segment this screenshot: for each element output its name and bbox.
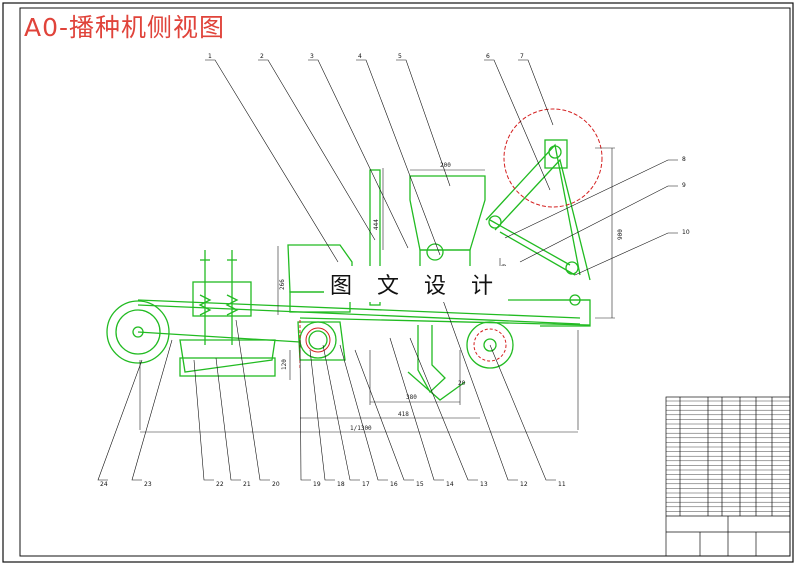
drawing-title: A0-播种机侧视图 <box>24 13 226 42</box>
dim-120: 120 <box>281 359 288 370</box>
part-number-12: 12 <box>520 481 528 488</box>
part-number-11: 11 <box>558 481 566 488</box>
part-number-2: 2 <box>260 53 264 60</box>
part-number-3: 3 <box>310 53 314 60</box>
dim-20: 20 <box>458 380 466 387</box>
leader-lines <box>97 59 678 481</box>
watermark: 图 文 设 计 <box>324 266 508 302</box>
hitch-path <box>299 108 603 368</box>
part-number-7: 7 <box>520 53 524 60</box>
dim-200: 200 <box>440 162 451 169</box>
part-number-23: 23 <box>144 481 152 488</box>
part-number-21: 21 <box>243 481 251 488</box>
part-number-14: 14 <box>446 481 454 488</box>
part-number-4: 4 <box>358 53 362 60</box>
part-number-10: 10 <box>682 229 690 236</box>
part-number-18: 18 <box>337 481 345 488</box>
title-block <box>665 396 791 557</box>
dim-380: 380 <box>406 394 417 401</box>
dim-444: 444 <box>373 219 380 230</box>
dim-266: 266 <box>279 279 286 290</box>
parts-list-rows <box>666 400 790 512</box>
dim-418: 418 <box>398 411 409 418</box>
dimension-lines <box>139 147 615 433</box>
part-number-16: 16 <box>390 481 398 488</box>
part-number-15: 15 <box>416 481 424 488</box>
part-number-labels: 1 2 3 4 5 6 7 8 9 10 11 12 13 14 15 16 1… <box>100 53 690 488</box>
part-number-8: 8 <box>682 156 686 163</box>
part-number-5: 5 <box>398 53 402 60</box>
part-number-17: 17 <box>362 481 370 488</box>
part-number-1: 1 <box>208 53 212 60</box>
dim-total: 1/1300 <box>350 425 372 432</box>
part-number-6: 6 <box>486 53 490 60</box>
part-number-13: 13 <box>480 481 488 488</box>
part-number-19: 19 <box>313 481 321 488</box>
part-number-9: 9 <box>682 182 686 189</box>
part-number-20: 20 <box>272 481 280 488</box>
part-number-24: 24 <box>100 481 108 488</box>
part-number-22: 22 <box>216 481 224 488</box>
dim-900: 900 <box>617 229 624 240</box>
